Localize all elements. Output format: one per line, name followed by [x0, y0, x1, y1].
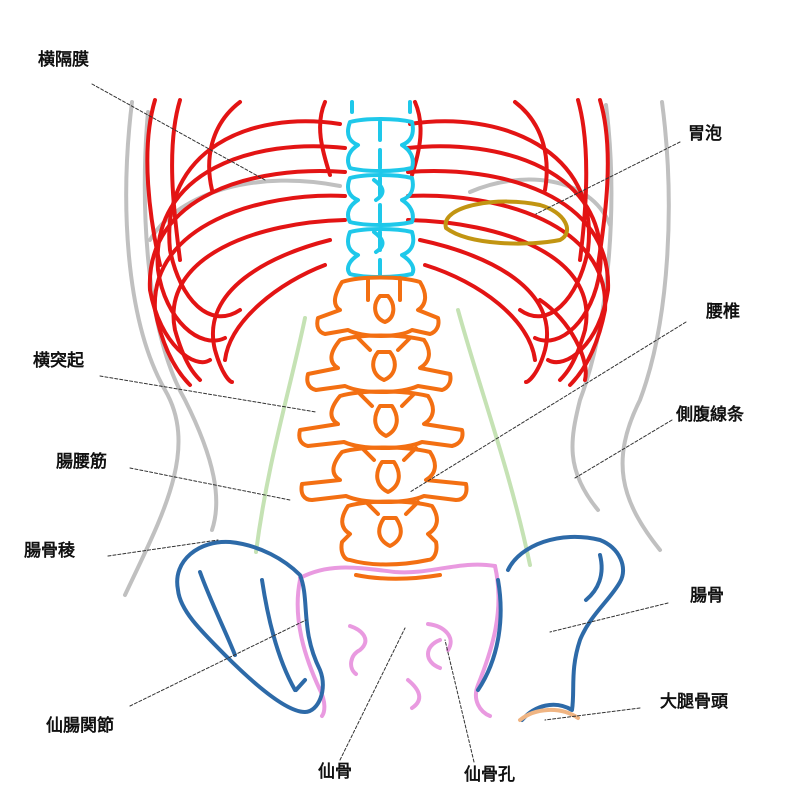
leader-flank-stripe: [574, 419, 673, 479]
leader-iliac-crest: [107, 539, 219, 557]
leader-transverse-process: [99, 375, 317, 413]
lumbar-vertebrae: [297, 275, 469, 581]
label-gastric-bubble: 胃泡: [688, 124, 722, 144]
leader-sacrum: [339, 627, 406, 761]
leader-lines: [91, 83, 687, 763]
label-flank-stripe: 側腹線条: [676, 405, 744, 425]
body-outline: [123, 100, 671, 597]
psoas-lines: [254, 308, 532, 567]
femoral-head: [518, 707, 580, 722]
label-iliac-crest: 腸骨稜: [24, 541, 75, 561]
leader-gastric-bubble: [535, 141, 681, 215]
leader-femoral-head: [544, 707, 641, 721]
pelvis: [175, 534, 626, 722]
leader-diaphragm: [91, 83, 266, 181]
thoracic-vertebrae: [346, 100, 416, 279]
leader-sacral-foramen: [444, 639, 475, 763]
sacrum: [295, 562, 501, 718]
leader-sacroiliac-joint: [129, 619, 307, 707]
ribs: [145, 98, 611, 387]
label-sacral-foramen: 仙骨孔: [464, 765, 515, 785]
label-sacrum: 仙骨: [318, 762, 352, 782]
label-lumbar-vertebra: 腰椎: [706, 302, 740, 322]
label-iliopsoas: 腸腰筋: [56, 452, 107, 472]
label-femoral-head: 大腿骨頭: [660, 692, 728, 712]
leader-ilium: [549, 602, 669, 633]
leader-iliopsoas: [129, 467, 291, 501]
label-diaphragm: 横隔膜: [38, 50, 89, 70]
label-transverse-process: 横突起: [33, 351, 84, 371]
leader-lumbar-vertebra: [409, 321, 687, 493]
label-ilium: 腸骨: [690, 586, 724, 606]
gastric-bubble: [443, 199, 570, 246]
label-sacroiliac-joint: 仙腸関節: [46, 716, 114, 736]
